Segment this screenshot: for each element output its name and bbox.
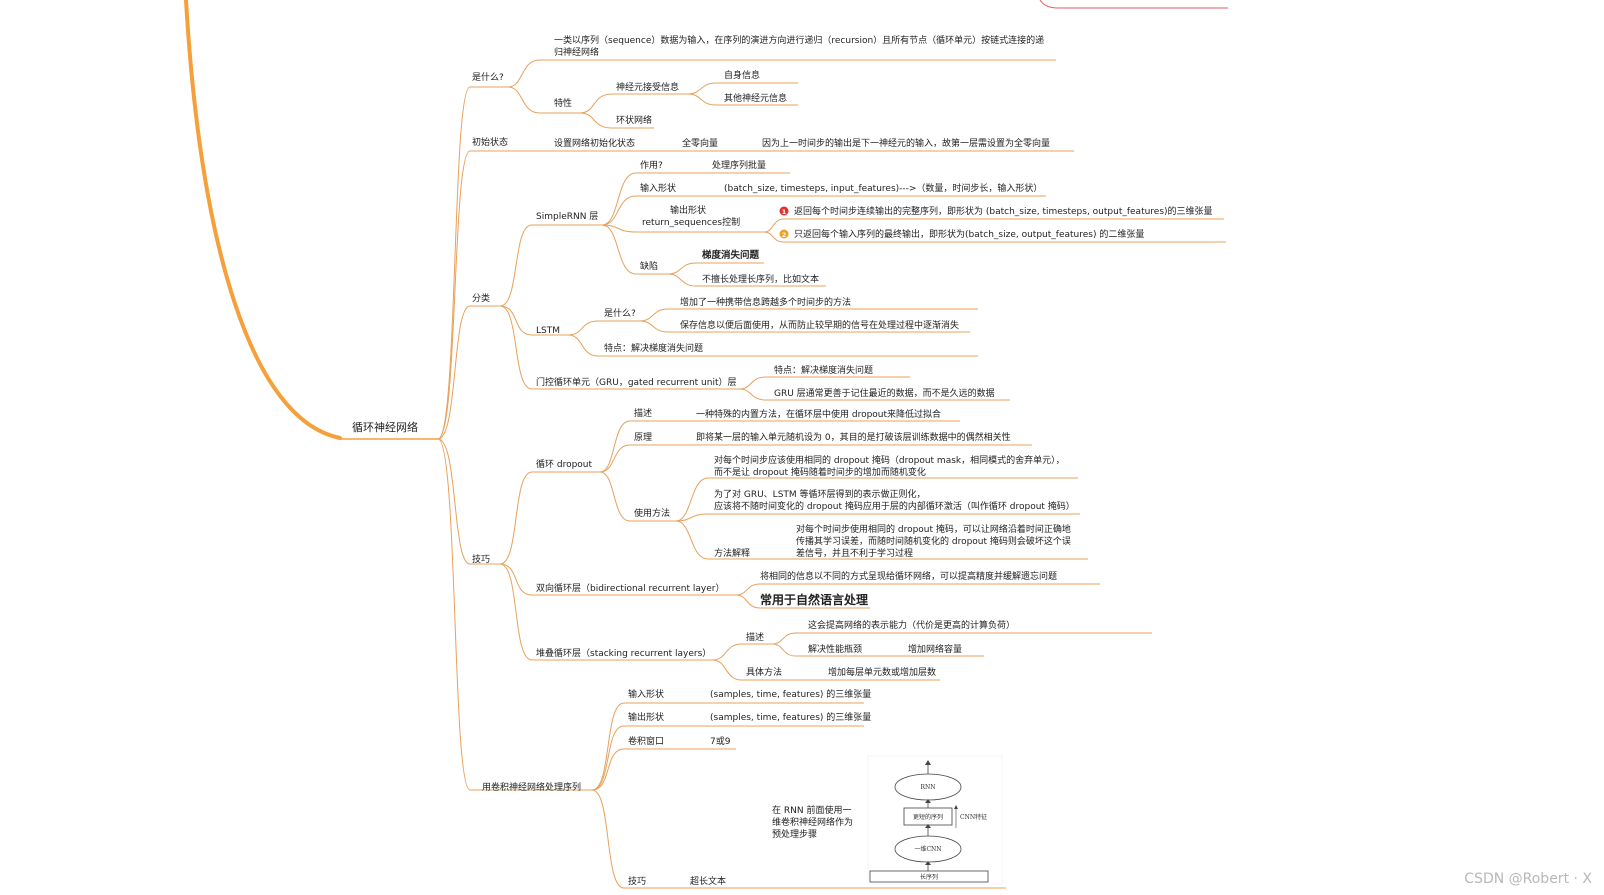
main-trunk (184, 0, 342, 440)
what-branch: 是什么? 一类以序列（sequence）数据为输入，在序列的演进方向进行递归（r… (472, 34, 1056, 129)
init-node[interactable]: 初始状态 (472, 136, 508, 148)
what-desc-line2: 归神经网络 (554, 46, 599, 58)
init-set-node[interactable]: 设置网络初始化状态 (554, 137, 635, 149)
conv-branch: 用卷积神经网络处理序列 输入形状 (samples, time, feature… (482, 688, 1006, 889)
init-branch: 初始状态 设置网络初始化状态 全零向量 因为上一时间步的输出是下一神经元的输入，… (472, 136, 1074, 152)
long-sequence-defect-node[interactable]: 不擅长处理长序列，比如文本 (702, 273, 819, 285)
long-seq-box (869, 870, 989, 883)
root-node[interactable]: 循环神经网络 (352, 420, 418, 434)
lstm-what-node[interactable]: 是什么? (604, 307, 636, 319)
dropout-desc-value: 一种特殊的内置方法，在循环层中使用 dropout来降低过拟合 (696, 408, 941, 420)
cnn-feature-label: CNN特征 (960, 813, 987, 821)
conv-trick-node[interactable]: 技巧 (628, 875, 646, 887)
badge-one-text: 1 (782, 208, 787, 216)
dropout-principle-node[interactable]: 原理 (634, 432, 652, 443)
conv-window-value: 7或9 (710, 735, 731, 747)
bidirectional-node[interactable]: 双向循环层（bidirectional recurrent layer） (536, 582, 724, 594)
method-explain-line3: 差信号，并且不利于学习过程 (796, 547, 913, 559)
ring-network-node[interactable]: 环状网络 (616, 114, 652, 126)
method-explain-line1: 对每个时间步使用相同的 dropout 掩码，可以让网络沿着时间正确地 (796, 523, 1071, 535)
badge-two-text: 2 (782, 231, 787, 239)
increase-capacity-value: 增加网络容量 (908, 643, 962, 655)
badge-one-icon (779, 206, 789, 216)
dropout-usage-2-line1: 为了对 GRU、LSTM 等循环层得到的表示做正则化， (714, 488, 926, 500)
stacking-desc-node[interactable]: 描述 (746, 631, 764, 643)
recurrent-dropout-node[interactable]: 循环 dropout (536, 458, 593, 470)
long-seq-label: 长序列 (920, 873, 938, 881)
gru-node[interactable]: 门控循环单元（GRU，gated recurrent unit）层 (536, 376, 737, 388)
gradient-vanish-node[interactable]: 梯度消失问题 (702, 249, 760, 261)
method-explain-line2: 传播其学习误差，而随时间随机变化的 dropout 掩码则会破坏这个误 (796, 535, 1071, 547)
csdn-watermark: CSDN @Robert · X (1464, 871, 1592, 887)
zero-vector-node[interactable]: 全零向量 (682, 137, 718, 149)
stacking-method-value: 增加每层单元数或增加层数 (828, 666, 936, 678)
other-info-node[interactable]: 其他神经元信息 (724, 92, 787, 104)
conv-window-node[interactable]: 卷积窗口 (628, 735, 664, 747)
lstm-what-value-2: 保存信息以便后面使用，从而防止较早期的信号在处理过程中逐渐消失 (680, 319, 959, 331)
classify-node[interactable]: 分类 (472, 292, 490, 304)
self-info-node[interactable]: 自身信息 (724, 69, 760, 81)
tricks-branch: 技巧 循环 dropout 描述 一种特殊的内置方法，在循环层中使用 dropo… (472, 407, 1152, 681)
badge-two-icon (779, 229, 789, 239)
tricks-node[interactable]: 技巧 (472, 553, 490, 565)
what-node[interactable]: 是什么? (472, 71, 504, 83)
conv-note-line1: 在 RNN 前面使用一 (772, 804, 851, 816)
simplernn-output-node[interactable]: 输出形状 (670, 204, 706, 216)
stacking-method-node[interactable]: 具体方法 (746, 666, 782, 678)
simplernn-role-value: 处理序列批量 (712, 159, 766, 171)
simplernn-defect-node[interactable]: 缺陷 (640, 260, 658, 272)
rnn-label: RNN (920, 784, 935, 791)
method-explain-node[interactable]: 方法解释 (714, 547, 750, 559)
what-desc-line1: 一类以序列（sequence）数据为输入，在序列的演进方向进行递归（recurs… (554, 34, 1044, 46)
long-text-node[interactable]: 超长文本 (690, 875, 726, 887)
cnn-rnn-diagram: RNN 更短的序列 CNN特征 一维CNN 长序列 (867, 755, 1003, 885)
conv-output-value: (samples, time, features) 的三维张量 (710, 711, 871, 723)
stacking-node[interactable]: 堆叠循环层（stacking recurrent layers） (536, 647, 711, 659)
neuron-receive-node[interactable]: 神经元接受信息 (616, 81, 679, 93)
simplernn-output-option-2: 只返回每个输入序列的最终输出，即形状为(batch_size, output_f… (794, 228, 1144, 240)
simplernn-output-option-1: 返回每个时间步连续输出的完整序列，即形状为 (batch_size, times… (794, 205, 1213, 217)
root-connectors (437, 86, 592, 791)
feature-node[interactable]: 特性 (554, 97, 572, 109)
conv-note-line3: 预处理步骤 (772, 828, 817, 840)
conv-input-node[interactable]: 输入形状 (628, 688, 664, 700)
dropout-usage-1-line1: 对每个时间步应该使用相同的 dropout 掩码（dropout mask，相同… (714, 454, 1065, 466)
dropout-principle-value: 即将某一层的输入单元随机设为 0，其目的是打破该层训练数据中的偶然相关性 (696, 431, 1011, 443)
gru-feature-1: 特点：解决梯度消失问题 (774, 364, 873, 376)
dropout-usage-node[interactable]: 使用方法 (634, 507, 670, 519)
lstm-node[interactable]: LSTM (536, 326, 560, 336)
dropout-usage-1-line2: 而不是让 dropout 掩码随着时间步的增加而随机变化 (714, 466, 926, 478)
classify-branch: 分类 SimpleRNN 层 作用? 处理序列批量 输入形状 (batch_si… (472, 159, 1226, 401)
cnn-label: 一维CNN (914, 845, 941, 853)
gru-feature-2: GRU 层通常更善于记住最近的数据，而不是久远的数据 (774, 387, 995, 399)
bidirectional-value-1: 将相同的信息以不同的方式呈现给循环网络，可以提高精度并缓解遗忘问题 (760, 570, 1057, 582)
lstm-what-value-1: 增加了一种携带信息跨越多个时间步的方法 (680, 296, 851, 308)
lstm-feature-node[interactable]: 特点：解决梯度消失问题 (604, 342, 703, 354)
conv-input-value: (samples, time, features) 的三维张量 (710, 688, 871, 700)
bidirectional-value-2: 常用于自然语言处理 (760, 592, 868, 607)
simplernn-input-node[interactable]: 输入形状 (640, 182, 676, 194)
shorter-seq-label: 更短的序列 (913, 813, 943, 821)
conv-output-node[interactable]: 输出形状 (628, 711, 664, 723)
conv-sequence-node[interactable]: 用卷积神经网络处理序列 (482, 781, 581, 793)
stacking-desc-value-1: 这会提高网络的表示能力（代价是更高的计算负荷） (808, 619, 1015, 631)
simplernn-role-node[interactable]: 作用? (640, 159, 663, 171)
dropout-usage-2-line2: 应该将不随时间变化的 dropout 掩码应用于层的内部循环激活（叫作循环 dr… (714, 500, 1075, 512)
simplernn-node[interactable]: SimpleRNN 层 (536, 211, 598, 222)
return-sequences-label: return_sequences控制 (642, 216, 740, 228)
top-frame-fragment (1039, 0, 1228, 9)
simplernn-input-value: (batch_size, timesteps, input_features)-… (724, 182, 1042, 194)
conv-note-line2: 维卷积神经网络作为 (772, 816, 853, 828)
init-reason: 因为上一时间步的输出是下一神经元的输入，故第一层需设置为全零向量 (762, 137, 1050, 149)
performance-bottleneck-node[interactable]: 解决性能瓶颈 (808, 643, 862, 655)
dropout-desc-node[interactable]: 描述 (634, 407, 652, 419)
